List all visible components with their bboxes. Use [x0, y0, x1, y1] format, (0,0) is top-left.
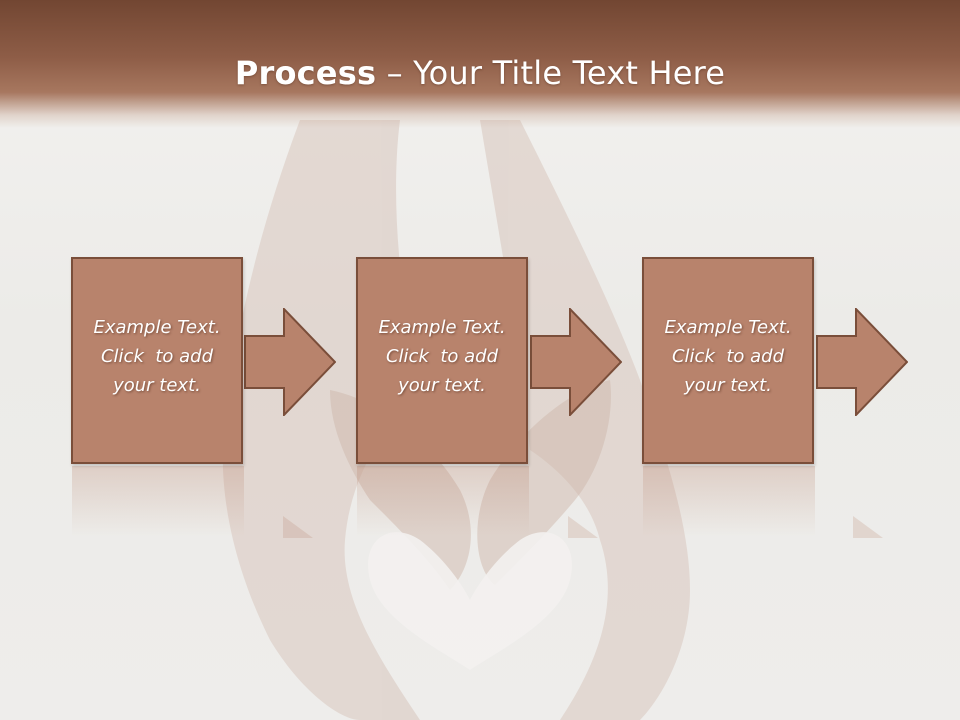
title-rest: – Your Title Text Here: [376, 54, 726, 92]
process-step-1[interactable]: Example Text. Click to add your text.: [71, 257, 243, 464]
step-text-line: Click to add: [671, 346, 784, 367]
step-text-line: your text.: [113, 375, 201, 396]
page-title: Process – Your Title Text Here: [0, 54, 960, 92]
title-bold: Process: [234, 54, 377, 92]
step-text-line: Example Text.: [378, 317, 506, 338]
arrow-right-icon: [816, 308, 908, 416]
step-text-line: your text.: [398, 375, 486, 396]
arrow-2-reflection: [568, 516, 598, 538]
step-text[interactable]: Example Text. Click to add your text.: [358, 313, 526, 400]
process-step-3[interactable]: Example Text. Click to add your text.: [642, 257, 814, 464]
step-2-reflection: [357, 466, 529, 536]
arrow-right-icon: [244, 308, 336, 416]
step-text-line: your text.: [684, 375, 772, 396]
step-text-line: Click to add: [100, 346, 213, 367]
step-3-reflection: [643, 466, 815, 536]
arrow-3-reflection: [853, 516, 883, 538]
step-text-line: Example Text.: [664, 317, 792, 338]
title-bar: [0, 0, 960, 128]
step-text-line: Example Text.: [93, 317, 221, 338]
arrow-right-icon: [530, 308, 622, 416]
arrow-1-reflection: [283, 516, 313, 538]
process-step-2[interactable]: Example Text. Click to add your text.: [356, 257, 528, 464]
step-text-line: Click to add: [385, 346, 498, 367]
step-text[interactable]: Example Text. Click to add your text.: [73, 313, 241, 400]
step-text[interactable]: Example Text. Click to add your text.: [644, 313, 812, 400]
step-1-reflection: [72, 466, 244, 536]
